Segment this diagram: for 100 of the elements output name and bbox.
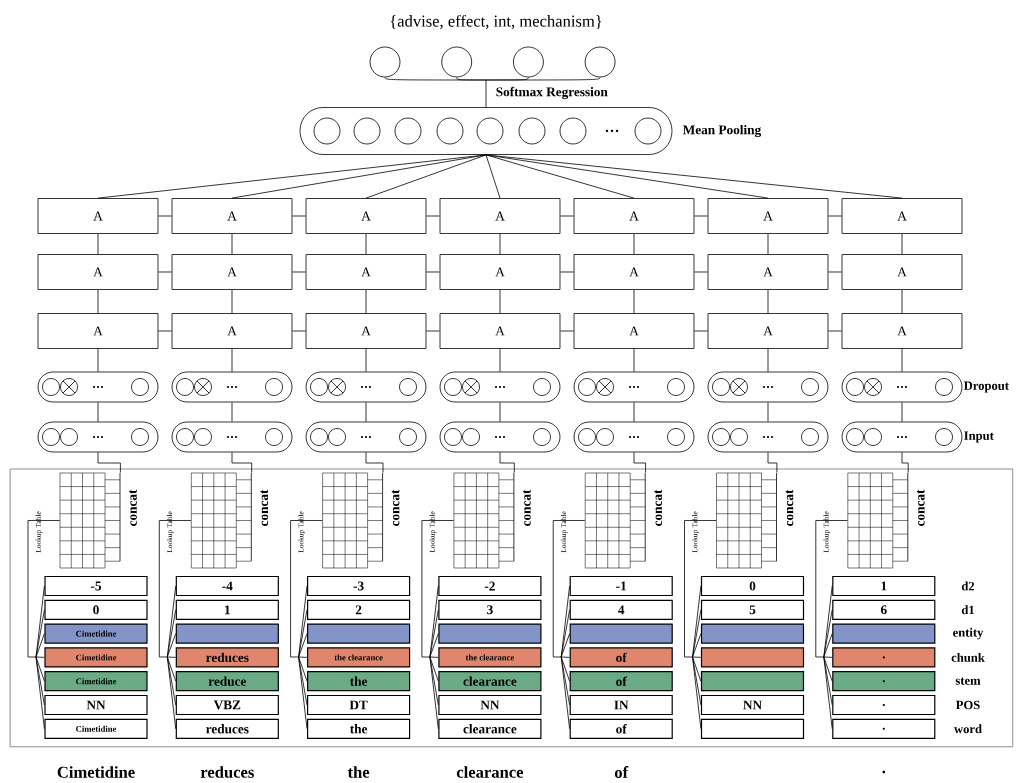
layer-label: Input (964, 431, 994, 443)
connector (231, 233, 233, 255)
hidden-unit-box: A (171, 254, 293, 290)
dropout-layer (573, 371, 695, 403)
feature-cell: NN (44, 694, 148, 716)
layer-label: Dropout (963, 381, 1009, 393)
node-label: Mean Pooling (682, 124, 762, 138)
feature-cell: 0 (44, 599, 148, 620)
feature-cell (700, 718, 805, 739)
connector (828, 271, 842, 273)
feature-cell: . (832, 694, 936, 716)
output-neuron (441, 46, 473, 78)
concat-label: concat (523, 489, 531, 526)
feature-cell: clearance (438, 718, 542, 739)
connector (694, 271, 708, 273)
connector (365, 233, 367, 255)
concat-label: concat (391, 489, 400, 526)
hidden-unit-box: A (439, 198, 561, 234)
lookup-table (847, 472, 909, 569)
connector (485, 154, 903, 199)
input-layer (841, 421, 963, 453)
connector (694, 330, 708, 332)
connector (499, 233, 501, 255)
connector (901, 348, 903, 372)
class-set-label: {advise, effect, int, mechanism} (390, 14, 602, 30)
hidden-unit-box: A (573, 313, 695, 349)
hidden-unit-box: A (439, 313, 561, 349)
connector (365, 452, 384, 473)
feature-cell: of (569, 671, 673, 692)
connector (815, 520, 848, 730)
lookup-table (322, 472, 383, 569)
token-label: reduces (200, 766, 254, 778)
token-label: of (614, 766, 629, 778)
dropout-layer (305, 371, 427, 403)
connector (767, 289, 769, 314)
connector (499, 452, 515, 473)
hidden-unit-box: A (707, 198, 829, 234)
feature-cell: the (307, 671, 411, 692)
lookup-table (584, 472, 646, 569)
feature-cell (438, 623, 542, 644)
hidden-unit-box: A (573, 198, 695, 234)
feature-cell: Cimetidine (44, 623, 148, 644)
connector (560, 271, 574, 273)
feature-cell (832, 623, 936, 644)
concat-label: concat (654, 489, 662, 526)
connector (499, 402, 501, 422)
connector (633, 289, 635, 314)
hidden-unit-box: A (573, 254, 695, 290)
connector (767, 452, 778, 473)
connector (633, 348, 635, 372)
input-layer (707, 421, 829, 453)
feature-cell: 6 (832, 599, 936, 620)
output-neuron (584, 46, 616, 78)
feature-cell: 3 (438, 599, 542, 620)
feature-cell: VBZ (175, 694, 279, 716)
feature-cell: 0 (700, 575, 805, 597)
hidden-unit-box: A (707, 254, 829, 290)
feature-cell: -3 (307, 575, 411, 597)
connector (384, 77, 601, 108)
feature-cell: clearance (438, 671, 542, 692)
input-layer (37, 421, 159, 453)
connector (158, 330, 172, 332)
feature-cell: 1 (175, 599, 279, 620)
hidden-unit-box: A (305, 198, 427, 234)
feature-frame (9, 468, 1014, 748)
connector (365, 289, 367, 314)
feature-row-label: chunk (951, 652, 985, 662)
hidden-unit-box: A (841, 198, 963, 234)
input-layer (171, 421, 293, 453)
feature-row-label: stem (955, 677, 981, 685)
connector (231, 289, 233, 314)
hidden-unit-box: A (305, 254, 427, 290)
connector (231, 348, 233, 372)
lookup-table (191, 472, 252, 569)
connector (901, 233, 903, 255)
concat-label: concat (785, 489, 794, 526)
feature-cell: the clearance (438, 647, 542, 668)
feature-cell: Cimetidine (44, 647, 148, 668)
connector (901, 289, 903, 314)
hidden-unit-box: A (37, 254, 159, 290)
hidden-unit-box: A (439, 254, 561, 290)
layer-label: Softmax Regression (496, 86, 608, 100)
connector (499, 348, 501, 372)
feature-cell: -1 (569, 575, 673, 597)
feature-cell (175, 623, 279, 644)
connector (828, 330, 842, 332)
connector (158, 271, 172, 273)
connector (426, 330, 440, 332)
feature-cell: of (569, 718, 673, 739)
feature-cell: -5 (44, 575, 148, 597)
feature-cell: DT (307, 694, 411, 716)
feature-cell: Cimetidine (44, 718, 148, 739)
connector (485, 154, 501, 199)
feature-cell: IN (569, 694, 673, 716)
connector (828, 215, 842, 217)
connector (421, 520, 454, 730)
connector (231, 452, 253, 473)
feature-cell: of (569, 647, 673, 668)
connector (552, 520, 586, 730)
connector (684, 520, 717, 730)
